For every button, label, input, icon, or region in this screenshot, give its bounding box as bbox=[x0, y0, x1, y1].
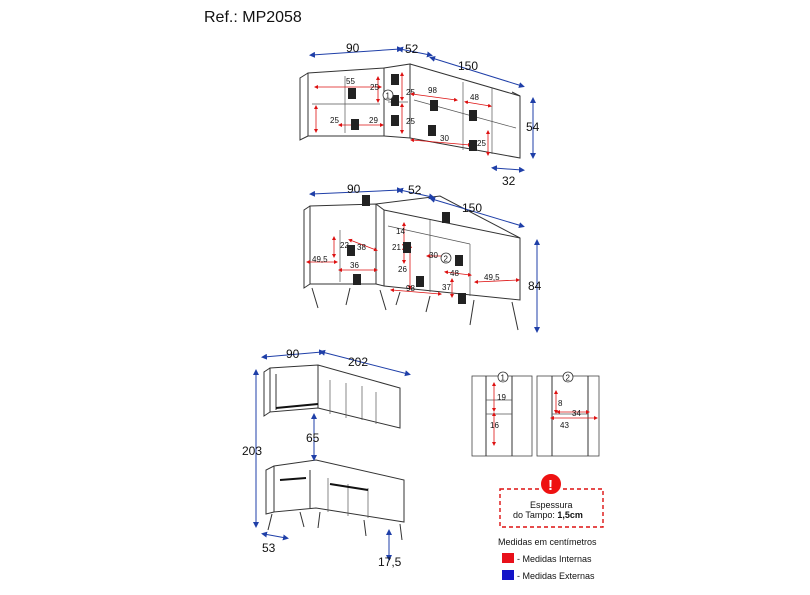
detail-1-dim-b: 16 bbox=[490, 421, 499, 430]
notice-line-1: Espessura bbox=[530, 500, 573, 510]
view2-int-k: 98 bbox=[406, 284, 415, 293]
kitchen-overview-view: 90 202 203 65 53 17,5 bbox=[242, 347, 411, 569]
reference-title: Ref.: MP2058 bbox=[204, 9, 302, 26]
view3-width-left-label: 90 bbox=[286, 347, 300, 361]
view2-width-left-label: 90 bbox=[347, 182, 361, 196]
view3-width-right-label: 202 bbox=[348, 355, 368, 369]
tabletop-notice: ! Espessura do Tampo: 1,5cm bbox=[499, 472, 604, 528]
view1-width-right-label: 150 bbox=[458, 59, 478, 73]
view1-int-e: 25 bbox=[330, 116, 339, 125]
notice-line-2: do Tampo: bbox=[513, 510, 557, 520]
svg-text:do Tampo: 1,5cm: do Tampo: 1,5cm bbox=[513, 510, 583, 520]
detail-2-dim-b: 34 bbox=[572, 409, 581, 418]
view2-int-e: 49,5 bbox=[312, 255, 328, 264]
view2-int-i: 48 bbox=[450, 269, 459, 278]
view2-marker: 2 bbox=[444, 255, 449, 264]
view2-int-d: 21 bbox=[392, 243, 401, 252]
view1-marker: 1 bbox=[386, 92, 391, 101]
detail-2-dim-a: 8 bbox=[558, 399, 563, 408]
view1-int-f: 25 bbox=[406, 117, 415, 126]
legend-label-internal: - Medidas Internas bbox=[517, 554, 592, 564]
view1-int-c: 25 bbox=[406, 88, 415, 97]
view2-height-label: 84 bbox=[528, 279, 542, 293]
notice-value: 1,5cm bbox=[557, 510, 583, 520]
view1-width-left-label: 90 bbox=[346, 41, 360, 55]
detail-2-marker: 2 bbox=[566, 374, 571, 383]
view2-int-a: 14 bbox=[396, 227, 405, 236]
detail-1: 19 16 1 bbox=[471, 371, 533, 457]
legend: Medidas em centímetros - Medidas Interna… bbox=[498, 537, 597, 581]
view3-gap-label: 65 bbox=[306, 431, 320, 445]
view3-depth-label: 53 bbox=[262, 541, 276, 555]
view1-int-a: 55 bbox=[346, 77, 355, 86]
upper-cabinets-view: 90 52 150 54 32 55 25 25 29 25 25 98 48 … bbox=[299, 41, 540, 188]
detail-2-dim-c: 43 bbox=[560, 421, 569, 430]
view1-int-h: 48 bbox=[470, 93, 479, 102]
view3-height-label: 203 bbox=[242, 444, 262, 458]
view1-width-mid-label: 52 bbox=[405, 42, 419, 56]
legend-title: Medidas em centímetros bbox=[498, 537, 597, 547]
view2-int-l: 37 bbox=[442, 283, 451, 292]
exclamation-icon: ! bbox=[548, 477, 553, 494]
view1-int-b: 25 bbox=[370, 83, 379, 92]
legend-swatch-internal bbox=[502, 553, 514, 563]
view1-depth-label: 32 bbox=[502, 174, 516, 188]
view2-int-j: 49,5 bbox=[484, 273, 500, 282]
view2-int-h: 30 bbox=[429, 251, 438, 260]
view1-int-g: 98 bbox=[428, 86, 437, 95]
legend-swatch-external bbox=[502, 570, 514, 580]
view2-int-f: 36 bbox=[350, 261, 359, 270]
view1-height-label: 54 bbox=[526, 120, 540, 134]
view3-feet-label: 17,5 bbox=[378, 555, 402, 569]
view2-width-mid-label: 52 bbox=[408, 183, 422, 197]
view1-int-i: 30 bbox=[440, 134, 449, 143]
detail-1-dim-a: 19 bbox=[497, 393, 506, 402]
view2-int-g: 26 bbox=[398, 265, 407, 274]
legend-label-external: - Medidas Externas bbox=[517, 571, 595, 581]
lower-cabinets-view: 90 52 150 84 14 22 38 21 49,5 36 26 30 4… bbox=[303, 182, 542, 333]
view2-width-right-label: 150 bbox=[462, 201, 482, 215]
view2-int-c: 38 bbox=[357, 243, 366, 252]
view2-int-b: 22 bbox=[340, 241, 349, 250]
view1-int-j: 25 bbox=[477, 139, 486, 148]
detail-1-marker: 1 bbox=[501, 374, 506, 383]
view1-int-d: 29 bbox=[369, 116, 378, 125]
detail-2: 8 34 43 2 bbox=[536, 371, 600, 457]
